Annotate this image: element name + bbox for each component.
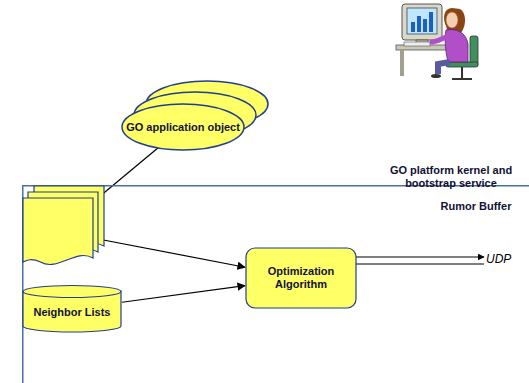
buffer-page <box>23 198 93 264</box>
node-label: Rumor Buffer <box>441 200 512 213</box>
neighbor-lists: Neighbor Lists <box>22 285 122 333</box>
algorithm-box <box>246 248 356 308</box>
rumor-buffer: Rumor Buffer <box>22 185 106 267</box>
udp-in-arrow <box>349 264 484 265</box>
application-object: GO application object <box>120 80 270 152</box>
node-label: GO platform kernel and bootstrap service <box>384 164 518 190</box>
application-object-outline <box>120 80 270 152</box>
protocol-label: UDP <box>486 252 511 266</box>
computer-user <box>396 4 478 79</box>
object-ellipse <box>122 104 244 150</box>
node-label: Neighbor Lists <box>33 306 110 319</box>
text-area: GO platform kernel and bootstrap service <box>384 161 518 193</box>
text-area: GO application object <box>122 104 244 152</box>
flow-arrow <box>122 286 245 303</box>
rumor-buffer-outline <box>22 185 106 267</box>
platform-frame <box>23 186 529 383</box>
text-area: Neighbor Lists <box>26 297 118 329</box>
node-label: GO application object <box>126 121 240 134</box>
flow-arrow <box>93 238 245 267</box>
optimization-algorithm: Optimization Algorithm <box>245 247 357 309</box>
udp-out-arrow <box>349 257 484 258</box>
cylinder-top <box>23 286 121 298</box>
text-area: Optimization Algorithm <box>249 251 353 305</box>
text-area: Rumor Buffer <box>409 191 529 223</box>
node-label: Optimization Algorithm <box>249 265 353 291</box>
platform-boundary: Rumor BufferNeighbor Lists Optimization A… <box>5 155 529 378</box>
